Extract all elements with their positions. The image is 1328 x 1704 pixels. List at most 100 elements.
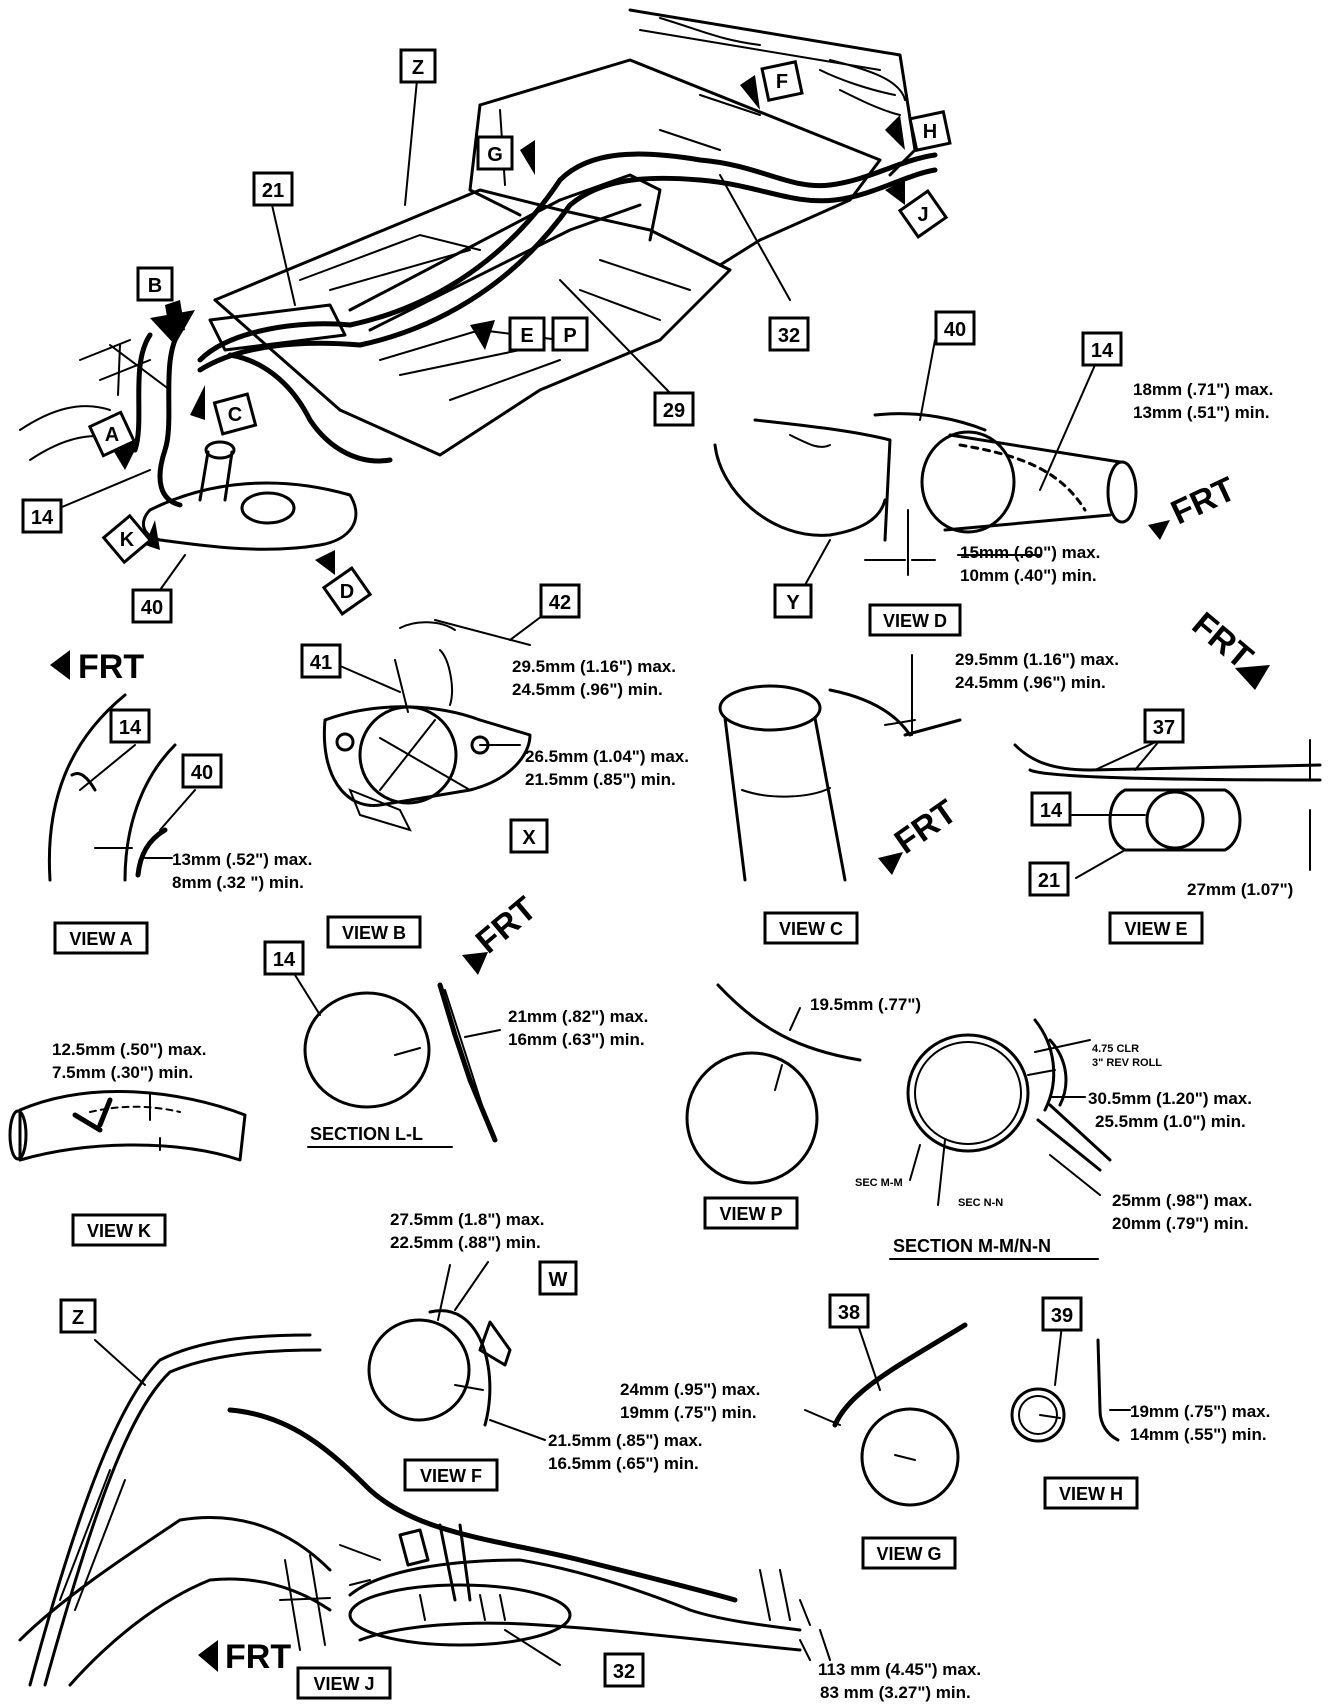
callout-40-viewa: 40	[181, 753, 223, 789]
view-d-title: VIEW D	[868, 603, 962, 637]
svg-text:VIEW H: VIEW H	[1059, 1484, 1123, 1504]
callout-w: W	[538, 1260, 578, 1296]
svg-text:FRT: FRT	[1165, 470, 1241, 532]
viewp-dim: 19.5mm (.77")	[810, 995, 921, 1014]
svg-text:VIEW B: VIEW B	[342, 923, 406, 943]
callout-14-main: 14	[21, 498, 63, 534]
callout-p: P	[551, 316, 589, 352]
view-b-title: VIEW B	[326, 915, 422, 949]
svg-text:14: 14	[273, 949, 296, 971]
svg-text:E: E	[520, 325, 533, 347]
svg-text:FRT: FRT	[78, 648, 144, 686]
callout-14-sectionll: 14	[263, 940, 305, 976]
viewh-dim-max: 19mm (.75") max.	[1130, 1402, 1270, 1421]
callout-h: H	[908, 110, 952, 152]
sectionll-dim-max: 21mm (.82") max.	[508, 1007, 648, 1026]
viewf-dim1-max: 27.5mm (1.8") max.	[390, 1210, 545, 1229]
svg-text:FRT: FRT	[469, 889, 544, 961]
callout-b: B	[136, 266, 174, 302]
view-g-title: VIEW G	[861, 1536, 957, 1570]
view-f-title: VIEW F	[403, 1458, 499, 1492]
svg-text:VIEW C: VIEW C	[779, 919, 843, 939]
callout-42: 42	[539, 583, 581, 619]
sectionll-dim-min: 16mm (.63") min.	[508, 1030, 645, 1049]
svg-text:H: H	[923, 121, 937, 143]
viewc-dim-min: 24.5mm (.96") min.	[955, 673, 1106, 692]
svg-text:40: 40	[944, 319, 966, 341]
viewd-dim2-max: 15mm (.60") max.	[960, 543, 1100, 562]
mm-note-2: 3" REV ROLL	[1092, 1057, 1162, 1069]
svg-text:21: 21	[262, 180, 284, 202]
svg-text:VIEW G: VIEW G	[876, 1544, 941, 1564]
callout-32-top: 32	[768, 316, 810, 352]
svg-text:FRT: FRT	[225, 1638, 291, 1676]
viewg-dim-max: 24mm (.95") max.	[620, 1380, 760, 1399]
callout-f: F	[760, 60, 804, 102]
viewk-dim-min: 7.5mm (.30") min.	[52, 1063, 193, 1082]
callout-38: 38	[828, 1293, 870, 1329]
viewa-dim-max: 13mm (.52") max.	[172, 850, 312, 869]
callout-32-viewj: 32	[603, 1652, 645, 1688]
svg-text:VIEW E: VIEW E	[1124, 919, 1187, 939]
callout-y: Y	[773, 583, 813, 619]
view-c-title: VIEW C	[763, 911, 859, 945]
view-j-title: VIEW J	[296, 1666, 392, 1700]
sec-mm-label: SEC M-M	[855, 1177, 903, 1189]
svg-text:P: P	[563, 325, 576, 347]
callout-29: 29	[653, 391, 695, 427]
mm-dim1-max: 30.5mm (1.20") max.	[1088, 1089, 1252, 1108]
viewc-dim-max: 29.5mm (1.16") max.	[955, 650, 1119, 669]
svg-text:W: W	[549, 1269, 568, 1291]
svg-text:42: 42	[549, 592, 571, 614]
mm-dim2-max: 25mm (.98") max.	[1112, 1191, 1252, 1210]
section-mmnn-title: SECTION M-M/N-N	[893, 1236, 1051, 1256]
viewd-dim2-min: 10mm (.40") min.	[960, 566, 1097, 585]
callout-z-viewj: Z	[59, 1298, 97, 1334]
svg-text:F: F	[776, 71, 788, 93]
viewb-dim1-max: 29.5mm (1.16") max.	[512, 657, 676, 676]
svg-text:Z: Z	[412, 57, 424, 79]
callout-21-viewe: 21	[1028, 861, 1070, 897]
callout-21-top: 21	[252, 171, 294, 207]
view-c: FRT	[718, 654, 964, 882]
svg-text:VIEW P: VIEW P	[719, 1204, 782, 1224]
view-h	[1010, 1324, 1131, 1443]
svg-text:21: 21	[1038, 870, 1060, 892]
svg-text:32: 32	[613, 1661, 635, 1683]
mm-note-1: 4.75 CLR	[1092, 1043, 1139, 1055]
callout-14-viewe: 14	[1030, 791, 1072, 827]
svg-text:40: 40	[141, 597, 163, 619]
section-ll-title: SECTION L-L	[310, 1124, 423, 1144]
svg-text:VIEW D: VIEW D	[883, 611, 947, 631]
viewb-dim1-min: 24.5mm (.96") min.	[512, 680, 663, 699]
viewa-dim-min: 8mm (.32 ") min.	[172, 873, 304, 892]
viewd-dim1-min: 13mm (.51") min.	[1133, 403, 1270, 422]
svg-text:G: G	[487, 144, 503, 166]
svg-text:14: 14	[119, 717, 142, 739]
svg-text:VIEW F: VIEW F	[420, 1466, 482, 1486]
callout-40-main: 40	[131, 588, 173, 624]
section-m-m-n-n	[906, 1018, 1112, 1206]
view-a: FRT	[47, 648, 196, 882]
svg-text:14: 14	[31, 507, 54, 529]
viewj-dim-min: 83 mm (3.27") min.	[820, 1683, 971, 1702]
callout-14-viewd: 14	[1081, 331, 1123, 367]
svg-text:D: D	[340, 581, 354, 603]
viewj-dim-max: 113 mm (4.45") max.	[818, 1660, 981, 1679]
view-b	[322, 609, 551, 832]
svg-text:VIEW K: VIEW K	[87, 1221, 151, 1241]
viewd-dim1-max: 18mm (.71") max.	[1133, 380, 1273, 399]
view-p	[685, 983, 862, 1185]
callout-c: C	[212, 392, 258, 436]
svg-text:14: 14	[1040, 800, 1063, 822]
svg-text:X: X	[522, 827, 536, 849]
mm-dim2-min: 20mm (.79") min.	[1112, 1214, 1249, 1233]
svg-text:29: 29	[663, 400, 685, 422]
svg-text:VIEW A: VIEW A	[69, 929, 132, 949]
view-e-title: VIEW E	[1108, 911, 1204, 945]
svg-text:K: K	[120, 529, 135, 551]
callout-a: A	[87, 410, 137, 458]
callout-41: 41	[300, 643, 342, 679]
svg-text:VIEW J: VIEW J	[313, 1674, 374, 1694]
viewb-dim2-min: 21.5mm (.85") min.	[525, 770, 676, 789]
